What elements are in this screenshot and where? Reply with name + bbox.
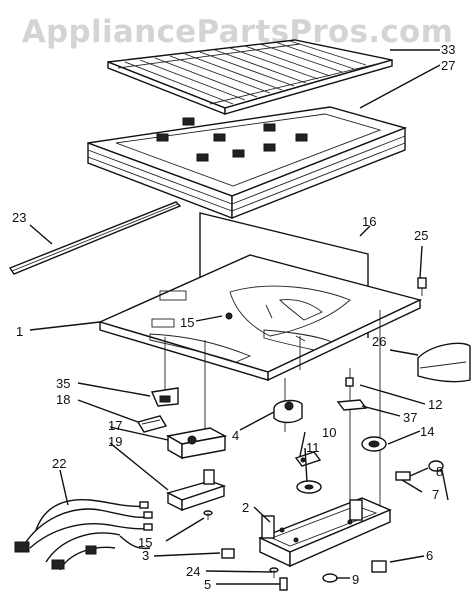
label-33: 33 <box>441 42 455 57</box>
part-33-grille <box>107 39 393 116</box>
part-17-control <box>166 427 228 460</box>
part-9-grommet <box>322 573 338 583</box>
label-26: 26 <box>372 334 386 349</box>
part-19-bracket <box>166 469 227 512</box>
part-24-screw <box>269 567 279 578</box>
label-35: 35 <box>56 376 70 391</box>
part-8-terminal <box>409 460 444 477</box>
label-22: 22 <box>52 456 66 471</box>
leader-lines <box>164 310 381 505</box>
part-22-wiring-harness <box>14 498 153 571</box>
label-19: 19 <box>108 434 122 449</box>
label-12: 12 <box>428 397 442 412</box>
label-8: 8 <box>436 464 443 479</box>
label-16: 16 <box>362 214 376 229</box>
label-15-upper: 15 <box>180 315 194 330</box>
label-1: 1 <box>16 324 23 339</box>
label-17: 17 <box>108 418 122 433</box>
part-27-tray <box>87 106 408 220</box>
label-15-lower: 15 <box>138 535 152 550</box>
part-11-washer <box>296 480 322 494</box>
part-6-relay <box>371 560 387 573</box>
label-4: 4 <box>232 428 239 443</box>
part-15-screw <box>203 510 213 520</box>
part-10-switch <box>294 451 322 467</box>
label-37: 37 <box>403 410 417 425</box>
part-14-grommet <box>361 436 387 452</box>
label-5: 5 <box>204 577 211 592</box>
label-3: 3 <box>142 548 149 563</box>
part-1-base-plate <box>97 254 423 382</box>
label-27: 27 <box>441 58 455 73</box>
part-12-screw <box>345 377 354 387</box>
callout-lines <box>29 49 449 585</box>
part-4-knob <box>273 399 303 424</box>
label-2: 2 <box>242 500 249 515</box>
watermark: AppliancePartsPros.com <box>21 14 454 50</box>
part-18-cover <box>136 415 168 433</box>
label-11: 11 <box>306 440 320 455</box>
label-9: 9 <box>352 572 359 587</box>
part-37-shim <box>336 399 368 411</box>
part-26-insulation <box>417 342 471 383</box>
part-23-strip <box>8 201 182 275</box>
label-6: 6 <box>426 548 433 563</box>
part-2-mounting-bracket <box>258 497 392 568</box>
label-24: 24 <box>186 564 200 579</box>
part-25-screw <box>417 277 427 296</box>
label-18: 18 <box>56 392 70 407</box>
part-35-bracket <box>151 387 179 407</box>
part-7-clip <box>395 471 411 481</box>
label-10: 10 <box>322 425 336 440</box>
label-14: 14 <box>420 424 434 439</box>
label-23: 23 <box>12 210 26 225</box>
label-25: 25 <box>414 228 428 243</box>
label-7: 7 <box>432 487 439 502</box>
part-3-connector <box>221 548 235 559</box>
part-5-screw <box>279 577 288 591</box>
